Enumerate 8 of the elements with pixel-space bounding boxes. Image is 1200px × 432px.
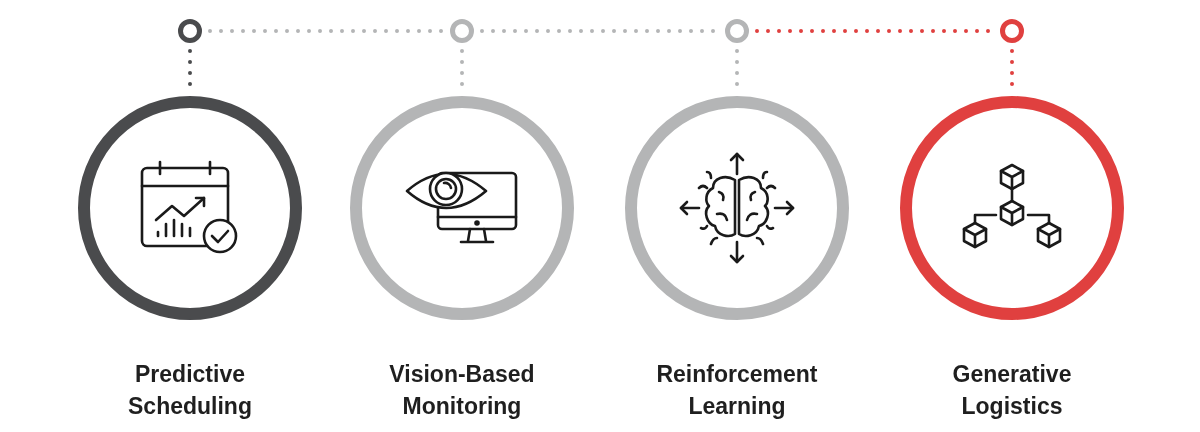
- step-label: Predictive Scheduling: [127, 360, 253, 421]
- step-label: Vision-Based Monitoring: [388, 360, 536, 421]
- timeline-node: [450, 19, 474, 43]
- timeline-node: [1000, 19, 1024, 43]
- step-label: Reinforcement Learning: [655, 360, 819, 421]
- timeline-node: [725, 19, 749, 43]
- timeline-node: [178, 19, 202, 43]
- step-label: Generative Logistics: [951, 360, 1073, 421]
